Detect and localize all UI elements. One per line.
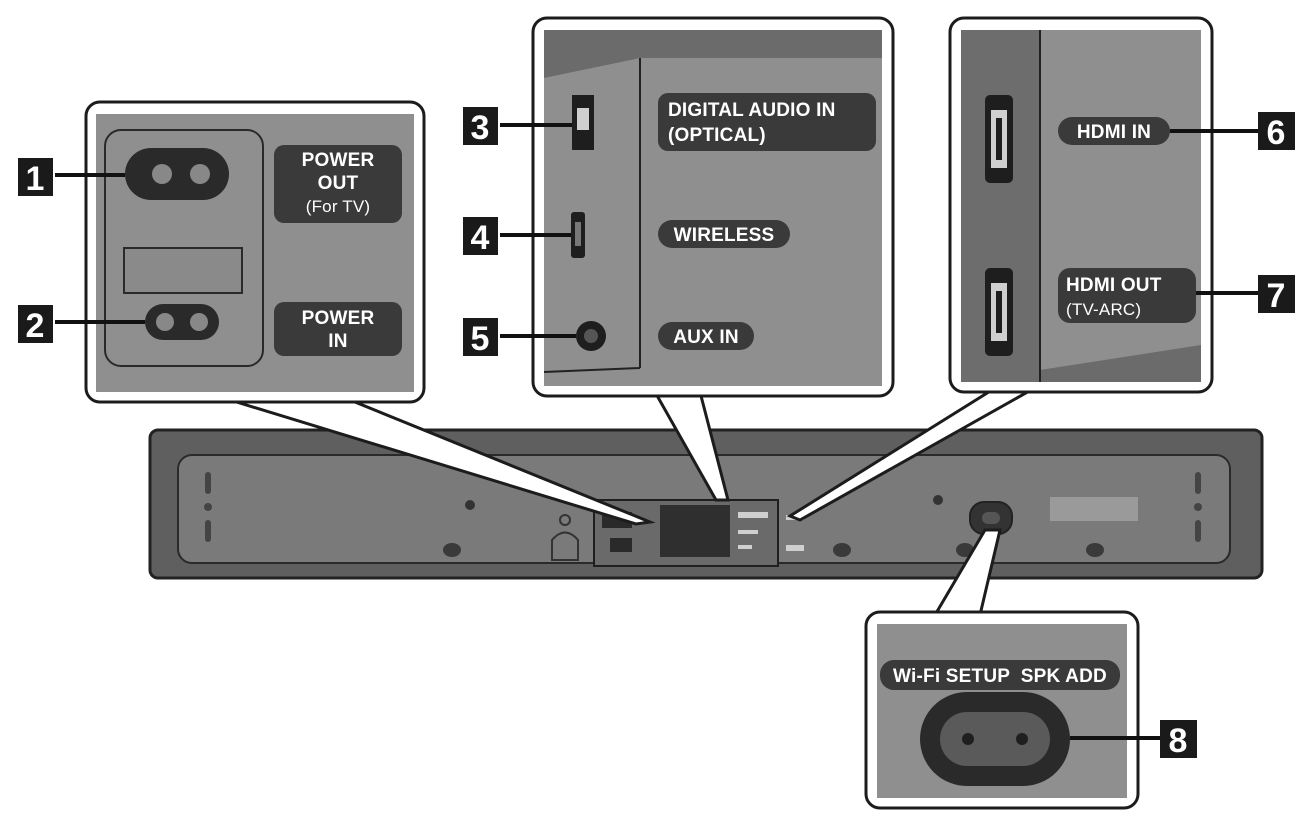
power-out-label-line3: (For TV) <box>306 197 371 216</box>
hdmi-out-label-line1: HDMI OUT <box>1066 275 1162 296</box>
marker-5 <box>463 318 498 356</box>
hdmi-in-label-box <box>1058 117 1170 145</box>
power-out-label-line2: OUT <box>318 173 359 194</box>
marker-3-text: 3 <box>471 109 490 147</box>
right-mount-slots <box>1194 472 1202 542</box>
soundbar-button-inner <box>982 512 1000 524</box>
marker-5-text: 5 <box>471 320 490 358</box>
marker-7-text: 7 <box>1267 277 1286 315</box>
wireless-label: WIRELESS <box>674 225 775 246</box>
aux-in-label-box <box>658 322 754 350</box>
marker-1 <box>18 158 53 196</box>
power-out-label-line1: POWER <box>302 150 375 171</box>
power-in-label-line1: POWER <box>302 308 375 329</box>
marker-6 <box>1258 112 1295 150</box>
marker-7 <box>1258 275 1295 313</box>
digital-audio-in-label-box <box>658 93 876 151</box>
soundbar-label-plate <box>1050 497 1138 521</box>
marker-6-text: 6 <box>1267 114 1286 152</box>
marker-2-text: 2 <box>26 307 45 345</box>
hdmi-callout: HDMI IN HDMI OUT (TV-ARC) <box>948 16 1214 394</box>
power-in-label-line2: IN <box>328 331 347 352</box>
power-callout: POWER OUT (For TV) POWER IN <box>84 100 426 404</box>
marker-4-text: 4 <box>471 219 490 257</box>
wifi-setup-label-box <box>880 660 1120 690</box>
power-in-label-box <box>274 302 402 356</box>
center-bracket <box>551 514 579 561</box>
left-mount-slots <box>204 472 212 542</box>
power-out-socket-icon <box>125 148 229 200</box>
digital-audio-in-label-line2: (OPTICAL) <box>668 125 766 146</box>
power-out-label-box <box>274 145 402 223</box>
marker-4 <box>463 217 498 255</box>
aux-port-icon <box>576 321 606 351</box>
hdmi-in-label: HDMI IN <box>1077 122 1151 143</box>
optical-port-icon <box>572 95 594 150</box>
wifi-setup-label: Wi-Fi SETUP SPK ADD <box>893 666 1107 687</box>
marker-3 <box>463 107 498 145</box>
marker-2 <box>18 305 53 343</box>
hdmi-in-port-icon <box>985 95 1013 183</box>
soundbar-body <box>148 428 1264 580</box>
wifi-setup-button-icon <box>920 692 1070 786</box>
inputs-callout: DIGITAL AUDIO IN (OPTICAL) WIRELESS AUX … <box>531 16 895 398</box>
power-in-socket-icon <box>145 304 219 340</box>
hdmi-out-label-line2: (TV-ARC) <box>1066 300 1141 319</box>
wireless-label-box <box>658 220 790 248</box>
hdmi-out-label-box <box>1058 268 1196 323</box>
marker-8 <box>1160 720 1197 758</box>
number-markers: 1 2 3 4 5 6 7 8 <box>18 107 1295 760</box>
hdmi-out-port-icon <box>985 268 1013 356</box>
digital-audio-in-label-line1: DIGITAL AUDIO IN <box>668 100 836 121</box>
marker-8-text: 8 <box>1169 722 1188 760</box>
label-window <box>123 247 243 294</box>
screw-holes <box>465 495 943 510</box>
usb-port-icon <box>571 212 585 258</box>
aux-in-label: AUX IN <box>673 327 739 348</box>
button-callout: Wi-Fi SETUP SPK ADD <box>864 610 1140 810</box>
marker-1-text: 1 <box>26 160 45 198</box>
soundbar-hdmi-mark <box>786 545 804 551</box>
